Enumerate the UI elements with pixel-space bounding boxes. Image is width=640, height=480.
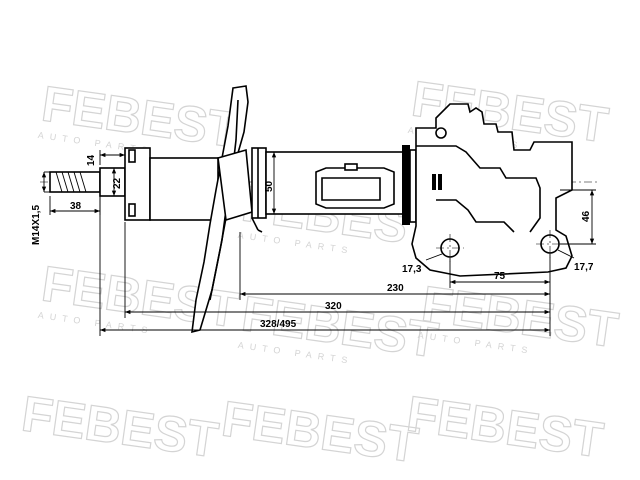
seal-ring [402, 145, 417, 225]
dim-38-label: 38 [70, 201, 82, 212]
dim-22-label: 22 [112, 177, 123, 189]
dim-230-label: 230 [387, 283, 404, 294]
top-mount-notch-top [128, 149, 136, 163]
knuckle-small-hole [435, 127, 447, 139]
dim-75: 75 [449, 254, 551, 288]
watermark-6: FEBEST AUTO PARTS [417, 275, 622, 359]
dim-17-3: 17,3 [402, 253, 443, 275]
dim-50-label: 50 [264, 180, 275, 192]
bump-window-inner [321, 177, 381, 201]
spring-seat [191, 85, 263, 334]
dim-46: 46 [560, 189, 596, 245]
dim-230: 230 [239, 232, 551, 300]
dim-50: 50 [264, 152, 277, 214]
dim-75-label: 75 [494, 271, 506, 282]
dim-17-7: 17,7 [557, 249, 594, 273]
bump-window-cap [344, 163, 358, 171]
watermark-brand: FEBEST [218, 390, 421, 473]
dim-17-7-label: 17,7 [574, 262, 594, 273]
dim-320: 320 [124, 222, 551, 318]
top-mount [124, 147, 219, 221]
bump-window [315, 163, 395, 209]
dim-total: 328/495 [99, 196, 551, 336]
dim-22: 22 [111, 168, 123, 196]
watermark-8: FEBEST [218, 390, 422, 474]
knuckle-detail-a [416, 145, 541, 233]
seal-ring-dark [402, 145, 410, 225]
knuckle-mark-2 [438, 174, 442, 190]
dim-total-label: 328/495 [260, 319, 297, 330]
top-mount-notch-bottom [128, 203, 136, 217]
watermark-brand: FEBEST [18, 385, 221, 468]
dim-38: 38 [49, 196, 101, 215]
dim-thread-label: M14X1,5 [31, 205, 42, 245]
dim-17-3-label: 17,3 [402, 264, 422, 275]
watermark-5: FEBEST AUTO PARTS [237, 285, 442, 369]
dim-14: 14 [86, 150, 125, 166]
watermark-7: FEBEST [18, 385, 222, 469]
seal-ring-light [409, 149, 417, 223]
knuckle-detail-b [436, 199, 515, 233]
dim-46-label: 46 [581, 210, 592, 222]
dust-cover [149, 157, 219, 221]
dim-thread: M14X1,5 [31, 171, 50, 245]
watermark-brand: FEBEST [403, 385, 606, 468]
dim-320-label: 320 [325, 301, 342, 312]
dim-14-label: 14 [86, 154, 97, 166]
knuckle-mark-1 [432, 174, 436, 190]
watermark-9: FEBEST [403, 385, 607, 469]
